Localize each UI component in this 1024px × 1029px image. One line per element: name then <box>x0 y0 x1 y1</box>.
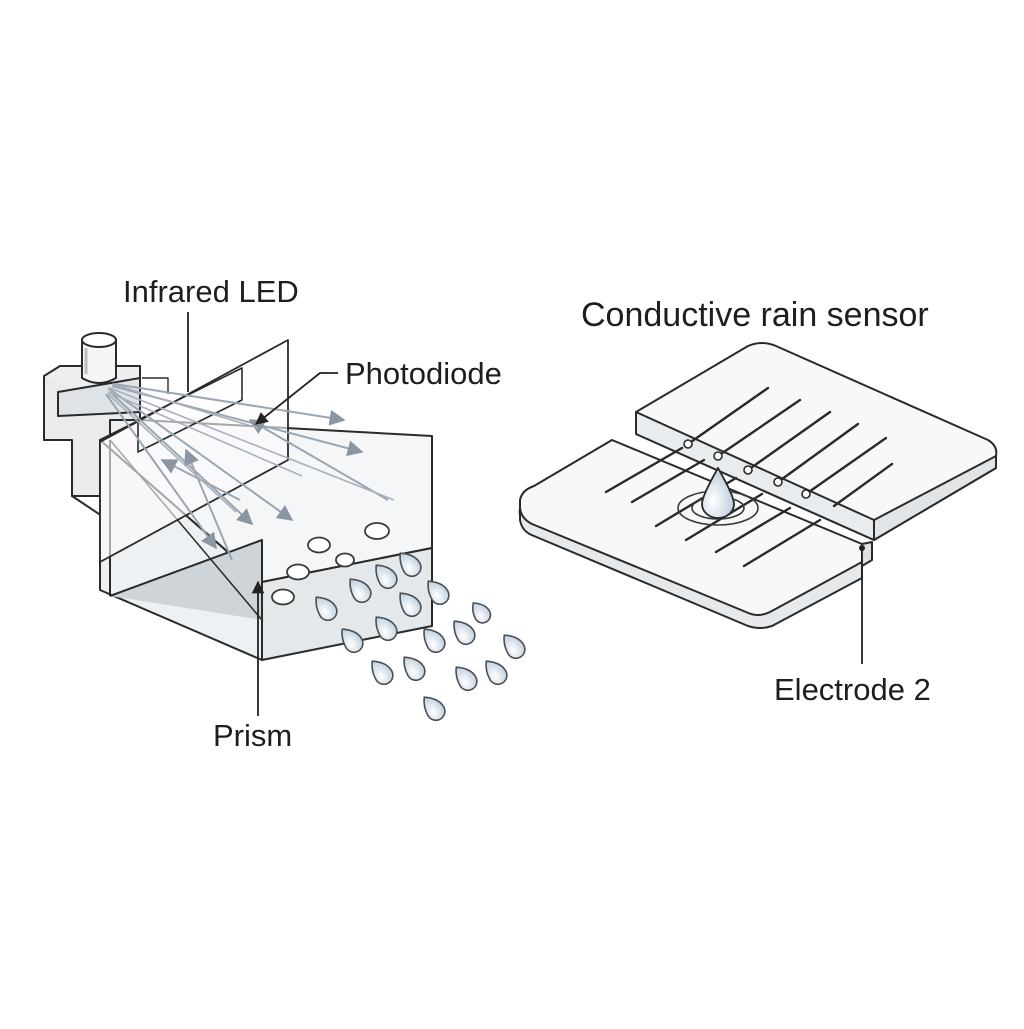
label-electrode-2: Electrode 2 <box>774 672 931 707</box>
back-plate <box>635 342 998 541</box>
leader-line-right <box>859 545 865 664</box>
leader-lines-left <box>187 312 338 716</box>
infrared-led-icon <box>81 332 117 384</box>
label-infrared-led: Infrared LED <box>123 274 299 309</box>
label-prism: Prism <box>213 718 293 753</box>
back-electrodes <box>686 386 894 508</box>
light-beams-plain <box>107 383 395 513</box>
front-plate <box>518 439 873 629</box>
rain-drops <box>315 552 526 722</box>
water-drop-icon <box>677 467 759 526</box>
electrode-contacts <box>683 439 811 499</box>
optical-rain-sensor <box>43 312 526 722</box>
conductive-rain-sensor <box>518 342 998 664</box>
label-conductive-rain-sensor: Conductive rain sensor <box>581 296 929 334</box>
water-spots <box>271 522 390 606</box>
label-photodiode: Photodiode <box>345 356 502 391</box>
